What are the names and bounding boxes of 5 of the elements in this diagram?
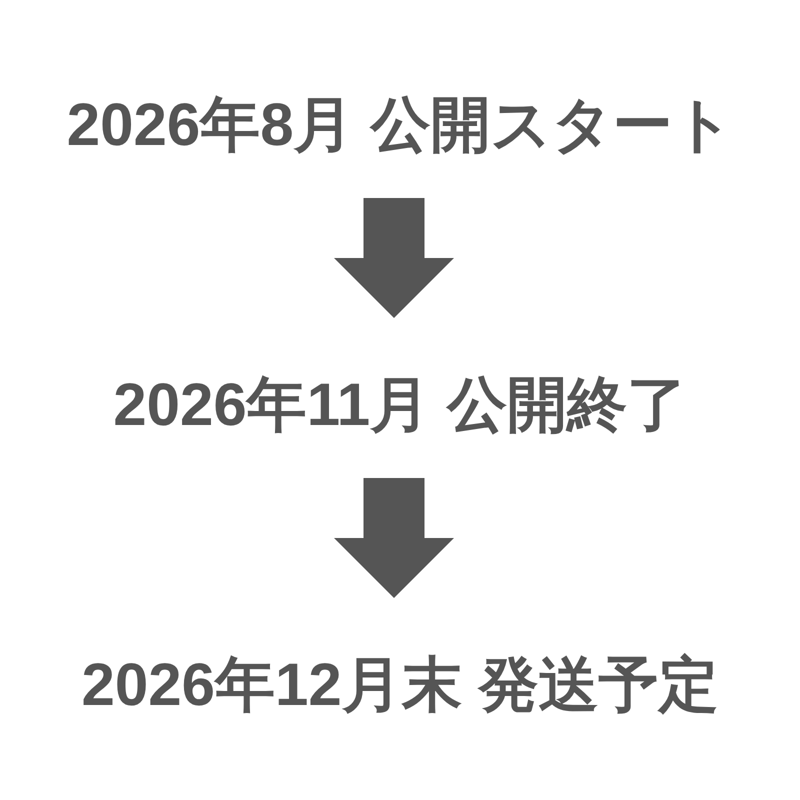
down-arrow xyxy=(334,198,454,318)
down-arrow xyxy=(334,478,454,598)
step-text: 2026年11月 公開終了 xyxy=(113,369,687,441)
step-text: 2026年12月末 発送予定 xyxy=(82,649,718,721)
step-text: 2026年8月 公開スタート xyxy=(66,89,734,161)
